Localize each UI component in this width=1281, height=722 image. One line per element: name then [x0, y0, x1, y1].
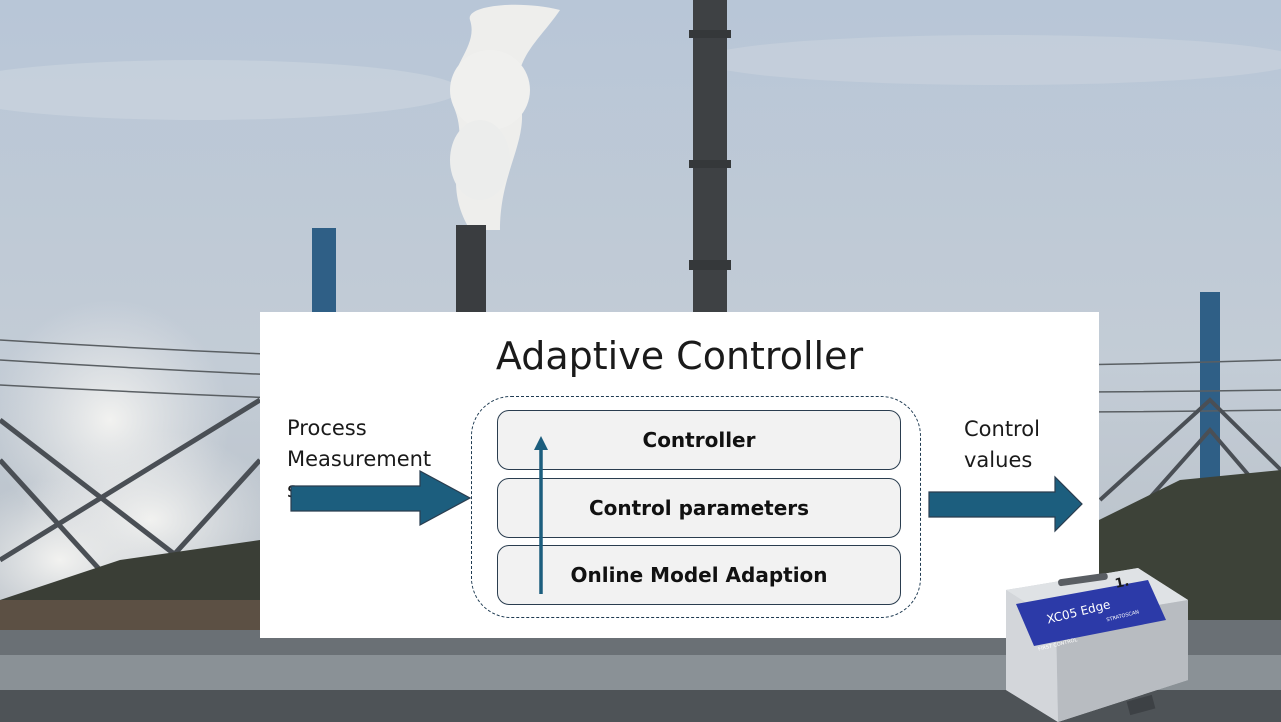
input-label-line: Process [287, 416, 367, 440]
control-parameters-layer-label: Control parameters [588, 496, 810, 520]
controller-layer: Controller [497, 410, 901, 470]
output-arrow [928, 475, 1083, 533]
output-label-line: values [964, 448, 1033, 472]
adaptive-controller-boundary [471, 396, 921, 618]
output-label: Control values [964, 414, 1084, 476]
diagram-title: Adaptive Controller [495, 334, 864, 378]
diagram-panel: Adaptive Controller Process Measurement … [260, 312, 1099, 638]
xc05-edge-device: XC05 Edge FIRST CONTROL STRATOSCAN 1. [1006, 568, 1188, 722]
online-model-adaption-layer-label: Online Model Adaption [570, 563, 828, 587]
input-label-line: s [287, 478, 298, 502]
online-model-adaption-layer: Online Model Adaption [497, 545, 901, 605]
control-parameters-layer: Control parameters [497, 478, 901, 538]
input-label-line: Measurement [287, 447, 432, 471]
output-label-line: Control [964, 417, 1040, 441]
controller-layer-label: Controller [642, 428, 756, 452]
device-label-panel [1016, 580, 1166, 646]
device-logo-mark: 1. [1114, 574, 1131, 592]
input-label: Process Measurement s [287, 413, 447, 506]
